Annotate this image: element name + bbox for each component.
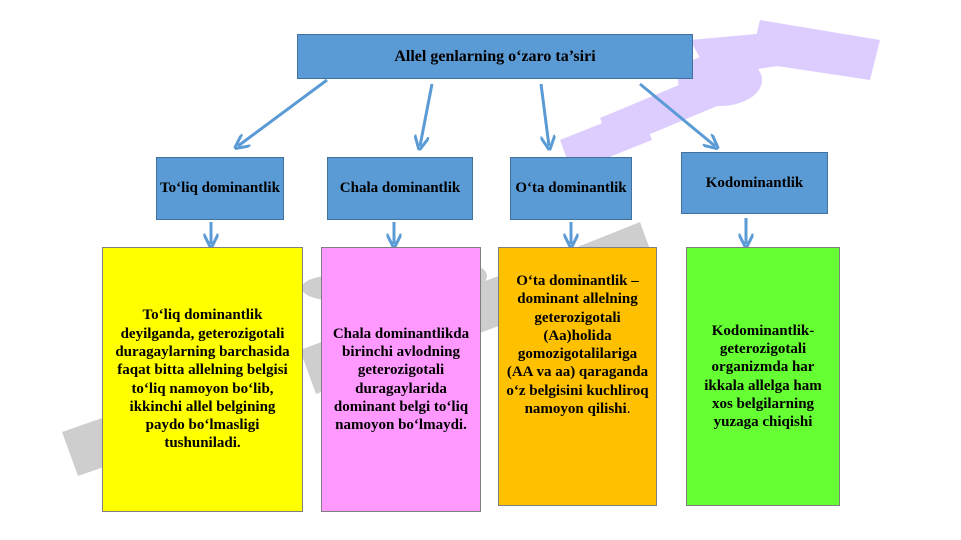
description-text: To‘liq dominantlik deyilganda, geterozig…: [115, 307, 290, 452]
description-text: Chala dominantlikda birinchi avlodning g…: [332, 325, 470, 434]
description-trailing-dot: .: [626, 401, 631, 418]
description-box-complete-dominance: To‘liq dominantlik deyilganda, geterozig…: [102, 247, 303, 512]
type-label: Kodominantlik: [705, 174, 804, 191]
type-label: To‘liq dominantlik: [160, 180, 280, 197]
type-label: O‘ta dominantlik: [515, 180, 627, 197]
root-label: Allel genlarning o‘zaro ta’siri: [394, 47, 596, 65]
description-text: O‘ta dominantlik – dominant allelning ge…: [506, 273, 649, 418]
type-node-codominance: Kodominantlik: [681, 152, 828, 214]
root-node: Allel genlarning o‘zaro ta’siri: [297, 34, 693, 79]
description-text: Kodominantlik- geterozigotali organizmda…: [704, 322, 822, 431]
type-node-incomplete-dominance: Chala dominantlik: [327, 157, 473, 220]
description-box-overdominance: O‘ta dominantlik – dominant allelning ge…: [498, 247, 657, 506]
type-node-overdominance: O‘ta dominantlik: [510, 157, 632, 220]
description-text-wrapper: O‘ta dominantlik – dominant allelning ge…: [505, 272, 650, 418]
description-box-incomplete-dominance: Chala dominantlikda birinchi avlodning g…: [321, 247, 481, 512]
description-box-codominance: Kodominantlik- geterozigotali organizmda…: [686, 247, 840, 506]
type-node-complete-dominance: To‘liq dominantlik: [156, 157, 284, 220]
type-label: Chala dominantlik: [339, 180, 461, 197]
